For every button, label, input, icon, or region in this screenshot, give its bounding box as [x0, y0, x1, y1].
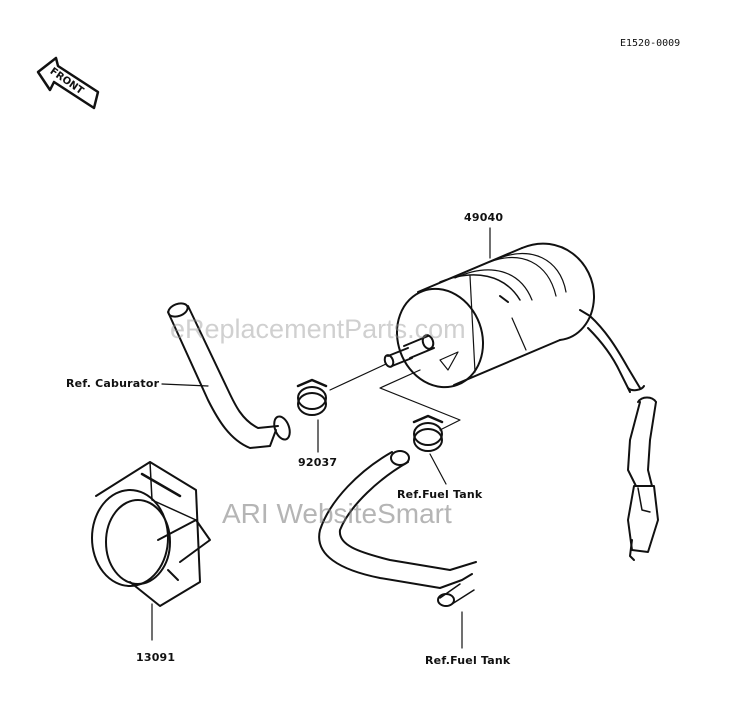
carburetor-hose [167, 302, 291, 449]
fuel-pump [383, 242, 645, 393]
ref-carburetor-label: Ref. Caburator [66, 377, 160, 390]
ref-fuel-tank-upper-label: Ref.Fuel Tank [397, 488, 483, 501]
part-number-bracket: 13091 [136, 651, 176, 664]
diagram-code: E1520-0009 [620, 38, 681, 49]
bracket-13091 [91, 461, 211, 641]
watermark-site: eReplacementParts.com [170, 314, 466, 344]
clamp-fuel-tank [412, 414, 447, 485]
part-number-clamp: 92037 [298, 456, 338, 469]
watermark-ari: ARI WebsiteSmart [222, 498, 452, 529]
ref-fuel-tank-lower-label: Ref.Fuel Tank [425, 654, 511, 667]
clamp-92037 [296, 378, 328, 453]
fuel-tank-hose [318, 450, 477, 649]
front-arrow-icon [36, 56, 100, 110]
wire-connector [627, 396, 659, 561]
part-number-fuel-pump: 49040 [464, 211, 504, 224]
